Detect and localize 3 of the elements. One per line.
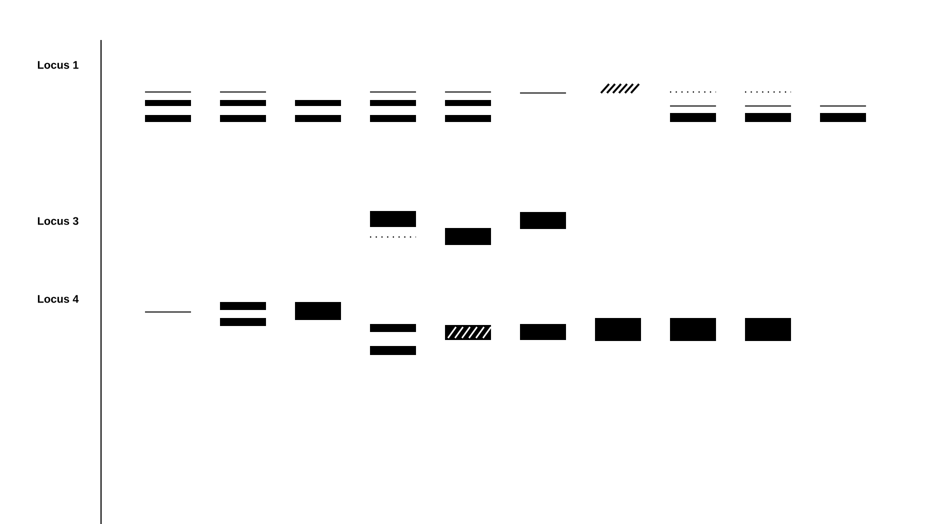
locus-label: Locus 4	[38, 295, 79, 303]
locus-label: Locus 1	[38, 61, 78, 69]
locus-label: Locus 3	[38, 217, 78, 225]
